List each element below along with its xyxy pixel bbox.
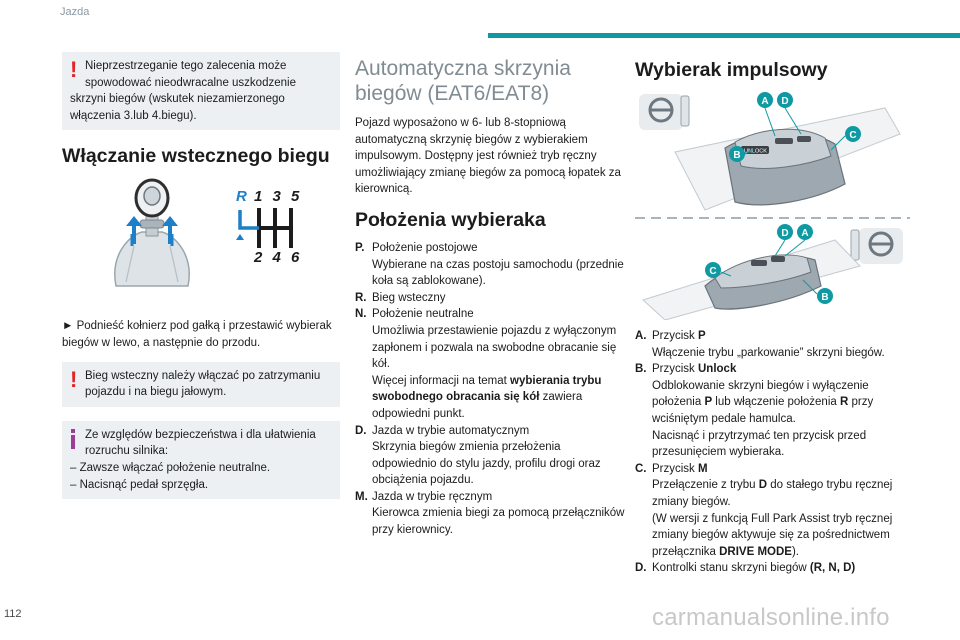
info-item-1: – Zawsze włączać położenie neutralne. bbox=[70, 461, 271, 474]
page-number: 112 bbox=[4, 608, 22, 620]
list-item: D. Kontrolki stanu skrzyni biegów (R, N,… bbox=[635, 562, 856, 575]
column-2: Automatyczna skrzynia biegów (EAT6/EAT8)… bbox=[355, 52, 625, 539]
manual-gearbox-figure: R 1 3 5 2 4 6 bbox=[114, 178, 302, 288]
list-item: R. Bieg wsteczny bbox=[355, 291, 446, 304]
section-heading-selector: Wybierak impulsowy bbox=[635, 59, 828, 81]
gear-numbers-bottom: 2 4 6 bbox=[253, 249, 302, 266]
info-box: Ze względów bezpieczeństwa i dla ułatwie… bbox=[62, 420, 340, 500]
list-item: N. Położenie neutralne bbox=[355, 308, 474, 321]
list-item: M. Jazda w trybie ręcznym bbox=[355, 490, 493, 503]
running-header: Jazda bbox=[60, 6, 90, 18]
intro-text: Pojazd wyposażono w 6- lub 8-stopniową a… bbox=[355, 117, 621, 196]
list-item: A. Przycisk P bbox=[635, 330, 706, 342]
callout-b: B bbox=[733, 150, 740, 161]
watermark: carmanualsonline.info bbox=[652, 604, 890, 631]
steering-wheel-icon bbox=[850, 228, 903, 264]
section-heading-reverse: Włączanie wstecznego biegu bbox=[62, 145, 330, 168]
warning-icon: ! bbox=[70, 366, 78, 392]
warning-box-2: ! Bieg wsteczny należy włączać po zatrzy… bbox=[62, 361, 340, 407]
warning-text-1: Nieprzestrzeganie tego zalecenia może sp… bbox=[85, 60, 296, 89]
callout-c: C bbox=[849, 130, 856, 141]
steering-wheel-icon bbox=[639, 94, 690, 130]
warning-text-2: skrzyni biegów (wskutek niezamierzonego … bbox=[70, 93, 285, 122]
positions-list: P. Położenie postojowe Wybierane na czas… bbox=[355, 241, 625, 537]
warning-text-3: Bieg wsteczny należy włączać po zatrzyma… bbox=[85, 369, 321, 399]
impulse-selector-figure: UNLOCK A D C B D A C B bbox=[635, 92, 910, 320]
column-3: Wybierak impulsowy UNLOCK A D C B bbox=[635, 52, 910, 577]
svg-text:UNLOCK: UNLOCK bbox=[744, 149, 767, 155]
header-accent-bar bbox=[488, 33, 960, 38]
gear-numbers-top: 1 3 5 bbox=[254, 188, 302, 205]
list-item: B. Przycisk Unlock bbox=[635, 363, 737, 376]
warning-box: ! Nieprzestrzeganie tego zalecenia może … bbox=[62, 52, 340, 131]
callout-c-lower: C bbox=[709, 266, 716, 277]
warning-icon: ! bbox=[70, 57, 78, 82]
list-item: D. Jazda w trybie automatycznym bbox=[355, 424, 530, 437]
info-icon bbox=[68, 428, 78, 451]
callout-a: A bbox=[761, 96, 768, 107]
instruction-text: ► Podnieść kołnierz pod gałką i przestaw… bbox=[62, 320, 332, 349]
column-1: ! Nieprzestrzeganie tego zalecenia może … bbox=[62, 52, 340, 513]
callout-a-lower: A bbox=[801, 228, 808, 239]
list-item: C. Przycisk M bbox=[635, 462, 708, 475]
chapter-title: Automatyczna skrzynia biegów (EAT6/EAT8) bbox=[355, 57, 571, 105]
callout-d: D bbox=[781, 96, 788, 107]
callout-b-lower: B bbox=[821, 292, 828, 303]
info-item-2: – Nacisnąć pedał sprzęgła. bbox=[70, 478, 209, 491]
selector-buttons-list: A. Przycisk P Włączenie trybu „parkowani… bbox=[635, 328, 910, 577]
section-heading-positions: Położenia wybieraka bbox=[355, 208, 546, 231]
callout-d-lower: D bbox=[781, 228, 788, 239]
list-item: P. Położenie postojowe bbox=[355, 241, 478, 254]
reverse-letter: R bbox=[236, 188, 247, 205]
info-text: Ze względów bezpieczeństwa i dla ułatwie… bbox=[85, 428, 316, 458]
